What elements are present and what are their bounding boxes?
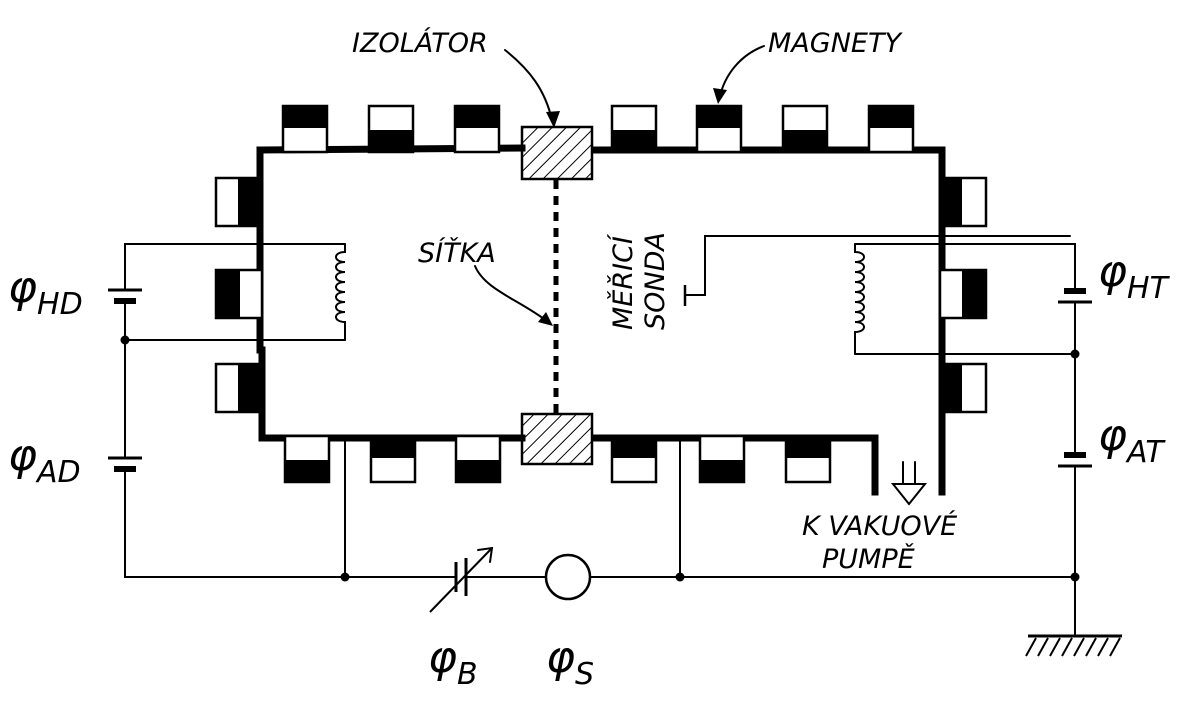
vessel-walls bbox=[256, 144, 946, 496]
magnets-right bbox=[938, 176, 988, 414]
magnet bbox=[454, 434, 502, 484]
magnet bbox=[695, 104, 743, 154]
coil-left bbox=[335, 243, 346, 341]
phi-s-symbol: φ bbox=[546, 632, 575, 683]
label-vakuove: K VAKUOVÉ bbox=[802, 510, 957, 542]
insulators bbox=[520, 125, 594, 466]
magnet bbox=[784, 434, 832, 484]
pump-arrow bbox=[890, 461, 928, 506]
magnets-left bbox=[214, 176, 264, 414]
magnet bbox=[214, 268, 264, 320]
magnet bbox=[214, 176, 264, 228]
magnet bbox=[453, 104, 501, 154]
svg-text:φAD: φAD bbox=[8, 430, 81, 490]
magnets-bottom bbox=[283, 434, 832, 484]
phi-b-sub: B bbox=[457, 657, 478, 692]
phi-b-symbol: φ bbox=[428, 632, 457, 683]
phi-ht-sub: HT bbox=[1127, 271, 1171, 306]
phi-s-sub: S bbox=[575, 657, 594, 692]
magnet bbox=[781, 104, 829, 154]
magnet bbox=[698, 434, 746, 484]
phi-at-symbol: φ bbox=[1098, 410, 1127, 461]
svg-text:φHD: φHD bbox=[8, 262, 83, 322]
magnet bbox=[367, 104, 415, 154]
magnet bbox=[610, 434, 658, 484]
phi-hd-sub: HD bbox=[37, 287, 83, 322]
svg-text:φAT: φAT bbox=[1098, 410, 1166, 470]
phi-at-sub: AT bbox=[1125, 435, 1166, 470]
label-izolator: IZOLÁTOR bbox=[352, 27, 488, 59]
magnet bbox=[938, 176, 988, 228]
phi-hd-symbol: φ bbox=[8, 262, 37, 313]
voltmeter-circle bbox=[544, 553, 592, 601]
magnet bbox=[369, 434, 417, 484]
probe bbox=[683, 235, 1071, 306]
insulator-bottom bbox=[520, 412, 594, 466]
magnet bbox=[867, 104, 915, 154]
right-circuit bbox=[854, 243, 1122, 657]
labels: IZOLÁTOR MAGNETY SÍŤKA MĚŘICÍ SONDA K VA… bbox=[352, 27, 957, 575]
phi-ht-symbol: φ bbox=[1098, 246, 1127, 297]
svg-text:φS: φS bbox=[546, 632, 594, 692]
label-merici: MĚŘICÍ bbox=[607, 233, 639, 330]
magnet bbox=[214, 362, 264, 414]
magnet bbox=[938, 268, 988, 320]
phi-ad-symbol: φ bbox=[8, 430, 37, 481]
svg-text:φHT: φHT bbox=[1098, 246, 1171, 306]
magnet bbox=[610, 104, 658, 154]
svg-text:φB: φB bbox=[428, 632, 478, 692]
label-magnety: MAGNETY bbox=[768, 28, 903, 59]
label-sonda: SONDA bbox=[640, 232, 671, 330]
label-sitka: SÍŤKA bbox=[418, 237, 496, 269]
coil-right bbox=[854, 243, 865, 355]
magnet bbox=[283, 434, 331, 484]
magnet bbox=[938, 362, 988, 414]
bottom-circuit bbox=[429, 439, 1080, 613]
left-circuit bbox=[108, 243, 456, 582]
phi-ad-sub: AD bbox=[35, 455, 81, 490]
magnet bbox=[281, 104, 329, 154]
label-pumpe: PUMPĚ bbox=[822, 543, 915, 575]
magnets-top bbox=[281, 104, 915, 154]
source-labels: φHD φAD φHT φAT φB φS bbox=[8, 246, 1171, 692]
insulator-top bbox=[520, 125, 594, 181]
pointer-arrows bbox=[474, 45, 765, 326]
